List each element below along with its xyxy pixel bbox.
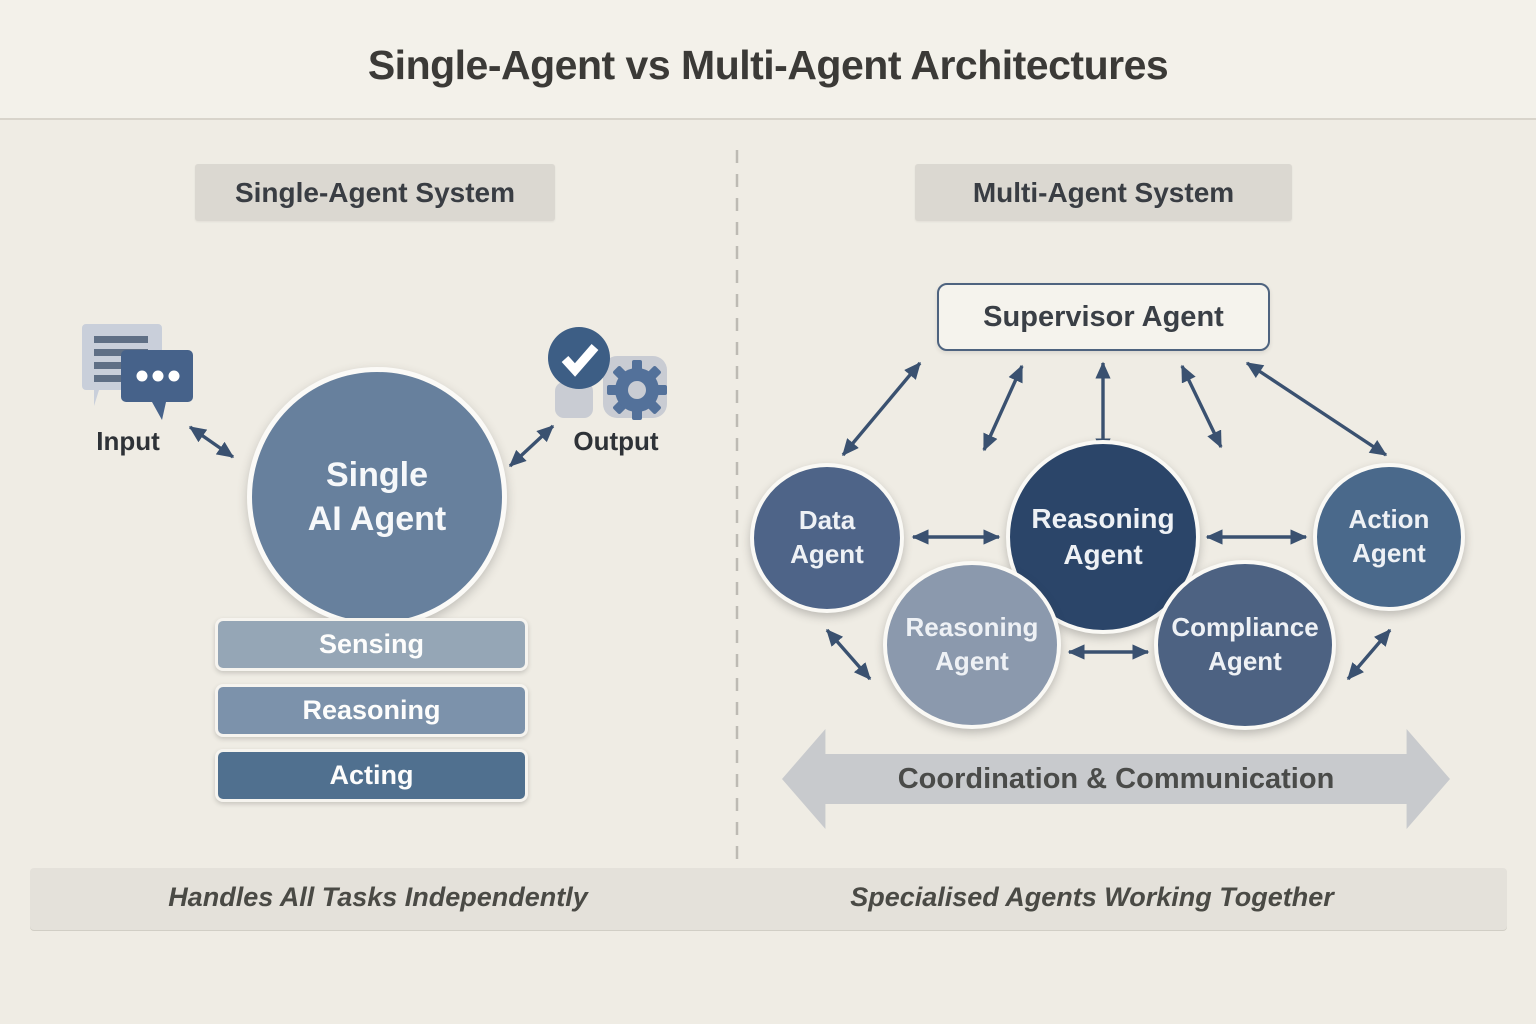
- data-agent-circle: Data Agent: [750, 463, 904, 613]
- check-circle-icon: [548, 327, 610, 389]
- sensing-box: Sensing: [215, 618, 528, 671]
- caption-band: [30, 868, 1507, 930]
- page-title: Single-Agent vs Multi-Agent Architecture…: [367, 42, 1169, 88]
- multi-agent-panel-header: Multi-Agent System: [915, 164, 1292, 221]
- supervisor-compliance-arrow: [1180, 364, 1223, 449]
- check-and-gear-output-icon: [548, 327, 667, 420]
- supervisor-data-arrow: [841, 361, 922, 457]
- gear-backplate: [555, 382, 593, 418]
- input-arrow: [188, 425, 235, 459]
- supervisor-agent-box: Supervisor Agent: [937, 283, 1270, 351]
- reasoning-box: Reasoning: [215, 684, 528, 737]
- reasoning-agent-secondary-circle: Reasoning Agent: [883, 561, 1061, 729]
- single-agent-panel-header: Single-Agent System: [195, 164, 555, 221]
- title-band: [0, 0, 1536, 120]
- single-agent-caption: Handles All Tasks Independently: [168, 882, 588, 912]
- single-ai-agent-circle: Single AI Agent: [247, 367, 507, 627]
- supervisor-reasoning-bottom-arrow: [982, 364, 1024, 452]
- supervisor-action-arrow: [1245, 361, 1388, 457]
- chat-bubbles-icon: [82, 324, 193, 420]
- compliance-agent-circle: Compliance Agent: [1154, 560, 1336, 730]
- compliance-action-diagonal-arrow: [1346, 628, 1392, 681]
- output-arrow: [508, 424, 555, 468]
- action-agent-circle: Action Agent: [1313, 463, 1465, 611]
- multi-agent-caption: Specialised Agents Working Together: [850, 882, 1334, 912]
- gear-icon: [607, 360, 667, 420]
- output-label: Output: [573, 426, 659, 456]
- data-reasoning-diagonal-arrow: [825, 628, 872, 681]
- acting-box: Acting: [215, 749, 528, 802]
- input-label: Input: [96, 426, 160, 456]
